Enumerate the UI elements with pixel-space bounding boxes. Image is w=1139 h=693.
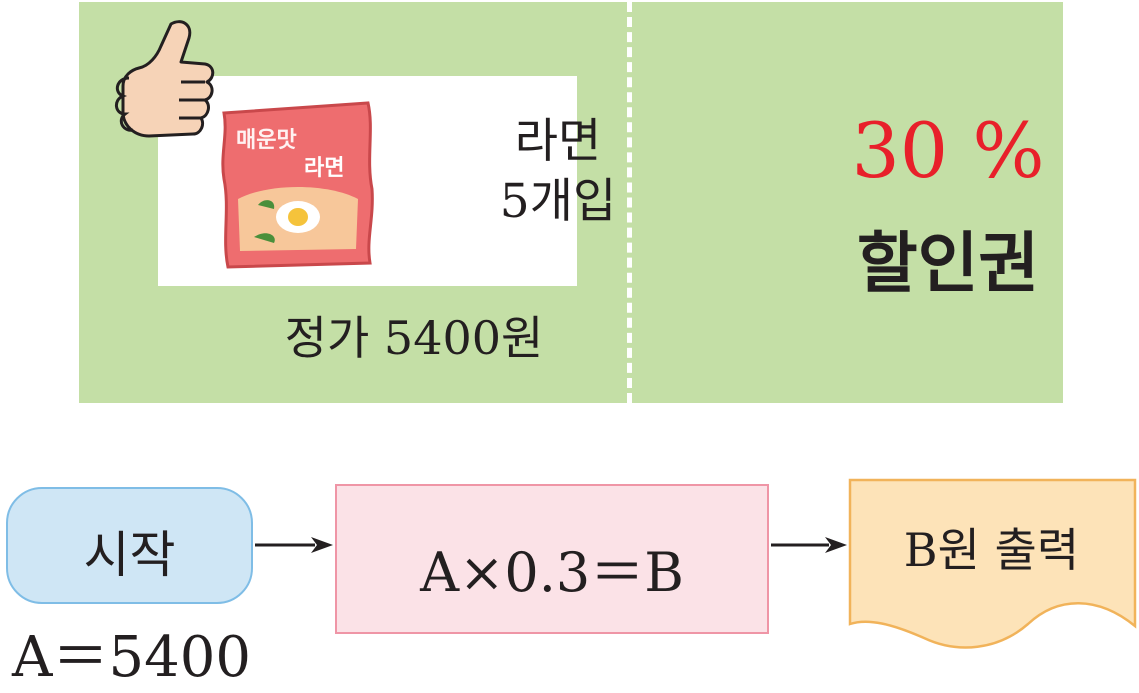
arrow-start-to-process xyxy=(255,537,333,553)
initial-value-label: A＝5400 xyxy=(12,625,251,690)
ramen-package-image: 매운맛 라면 xyxy=(221,101,374,269)
output-node-shape xyxy=(848,478,1137,649)
coupon-perforation xyxy=(627,2,632,403)
start-node: 시작 xyxy=(6,487,253,604)
process-node: A×0.3＝B xyxy=(335,484,769,634)
thumbs-up-icon xyxy=(115,20,215,138)
ramen-brand-text: 매운맛 xyxy=(236,128,297,153)
output-label: B원 출력 xyxy=(903,523,1080,577)
product-name: 라면 5개입 xyxy=(488,112,628,232)
coupon-title: 할인권 xyxy=(856,225,1040,302)
discount-coupon: 매운맛 라면 라면 5개입 정가 5400원 30 % 할인권 xyxy=(79,2,1063,403)
process-label: A×0.3＝B xyxy=(420,541,684,604)
product-name-line2: 5개입 xyxy=(499,174,617,229)
price-label: 정가 5400원 xyxy=(284,311,544,365)
output-node: B원 출력 xyxy=(850,496,1133,577)
ramen-label-text: 라면 xyxy=(304,156,344,181)
arrow-process-to-output xyxy=(771,537,847,553)
product-name-line1: 라면 xyxy=(514,114,602,169)
start-label: 시작 xyxy=(83,526,176,584)
discount-rate: 30 % xyxy=(851,106,1045,195)
